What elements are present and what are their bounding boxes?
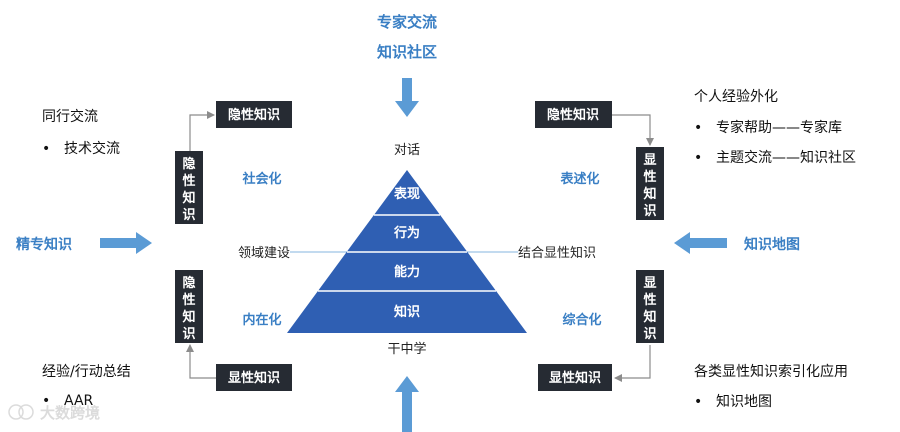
vertical-char: 知 xyxy=(182,190,195,206)
br-connector xyxy=(614,345,651,382)
vertical-char: 性 xyxy=(182,292,195,308)
br-note-title: 各类显性知识索引化应用 xyxy=(694,363,848,380)
up-arrow-icon xyxy=(395,376,419,432)
top-label-line1: 专家交流 xyxy=(377,13,437,31)
top-label-line2: 知识社区 xyxy=(377,43,437,61)
bl-connector xyxy=(186,344,216,379)
vertical-char: 识 xyxy=(182,208,195,223)
externalization-label: 表述化 xyxy=(559,171,599,187)
tr-note-bullet-1: 专家帮助——专家库 xyxy=(716,119,842,136)
tl-vertical-box-label: 隐性知识 xyxy=(182,156,195,223)
br-horizontal-box xyxy=(538,364,612,391)
tr-note-bullet-marker-1: • xyxy=(694,120,702,136)
vertical-char: 显 xyxy=(643,276,656,291)
combination-label: 综合化 xyxy=(562,312,601,328)
vertical-char: 性 xyxy=(643,292,656,308)
pyramid-bottom-label: 干中学 xyxy=(387,341,426,357)
tl-note-title: 同行交流 xyxy=(42,108,98,125)
bl-note-bullet-1: AAR xyxy=(64,393,94,409)
socialization-label: 社会化 xyxy=(241,171,281,187)
pyramid-left-label: 领域建设 xyxy=(238,246,290,261)
br-horizontal-box-label: 显性知识 xyxy=(549,370,601,386)
tl-vertical-box xyxy=(175,151,203,224)
tr-note-title: 个人经验外化 xyxy=(694,89,778,105)
tl-horizontal-box xyxy=(216,101,292,128)
vertical-char: 显 xyxy=(643,153,656,168)
pyramid-level-2: 行为 xyxy=(393,225,420,241)
tl-connector xyxy=(189,111,215,151)
vertical-char: 性 xyxy=(182,173,195,189)
watermark-logo-icon-2 xyxy=(18,404,34,420)
tl-note-bullet-1: 技术交流 xyxy=(64,140,120,157)
pyramid-level-1: 表现 xyxy=(393,186,420,202)
tr-horizontal-box-label: 隐性知识 xyxy=(547,107,599,123)
tl-horizontal-box-label: 隐性知识 xyxy=(228,107,280,123)
left-arrow-icon xyxy=(674,232,727,254)
internalization-label: 内在化 xyxy=(242,312,281,328)
watermark: 大数跨境 xyxy=(8,404,100,422)
tr-note-bullet-marker-2: • xyxy=(694,150,702,166)
br-vertical-box-label: 显性知识 xyxy=(643,276,656,342)
tr-note-bullet-2: 主题交流——知识社区 xyxy=(716,149,856,166)
tr-vertical-box xyxy=(636,147,664,220)
right-arrow-icon xyxy=(100,232,152,254)
vertical-char: 知 xyxy=(182,309,195,325)
watermark-text: 大数跨境 xyxy=(40,404,100,422)
pyramid-top-label: 对话 xyxy=(394,143,420,158)
vertical-char: 识 xyxy=(182,327,195,342)
vertical-char: 性 xyxy=(643,169,656,185)
tl-note-bullet-marker: • xyxy=(42,141,50,157)
vertical-char: 识 xyxy=(643,327,656,342)
right-side-label: 知识地图 xyxy=(744,236,800,253)
pyramid-level-3: 能力 xyxy=(394,264,420,280)
br-vertical-box xyxy=(636,270,664,343)
bl-horizontal-box xyxy=(216,364,292,391)
bl-vertical-box-label: 隐性知识 xyxy=(182,275,195,342)
br-note-bullet-1: 知识地图 xyxy=(716,393,772,410)
tr-vertical-box-label: 显性知识 xyxy=(643,153,656,219)
bl-note-title: 经验/行动总结 xyxy=(42,364,131,380)
vertical-char: 知 xyxy=(643,186,656,202)
br-note-bullet-marker: • xyxy=(694,394,702,410)
watermark-logo-icon xyxy=(8,404,24,420)
tr-horizontal-box xyxy=(535,101,612,128)
tr-connector xyxy=(612,114,654,146)
pyramid-right-label: 结合显性知识 xyxy=(518,245,596,261)
vertical-char: 隐 xyxy=(182,156,195,172)
vertical-char: 隐 xyxy=(182,275,195,291)
pyramid-level-4: 知识 xyxy=(394,304,420,320)
left-side-label: 精专知识 xyxy=(16,236,72,253)
down-arrow-icon xyxy=(395,78,419,117)
bl-vertical-box xyxy=(175,270,203,343)
bl-horizontal-box-label: 显性知识 xyxy=(228,370,280,386)
vertical-char: 识 xyxy=(643,204,656,219)
bl-note-bullet-marker: • xyxy=(42,393,50,409)
vertical-char: 知 xyxy=(643,309,656,325)
